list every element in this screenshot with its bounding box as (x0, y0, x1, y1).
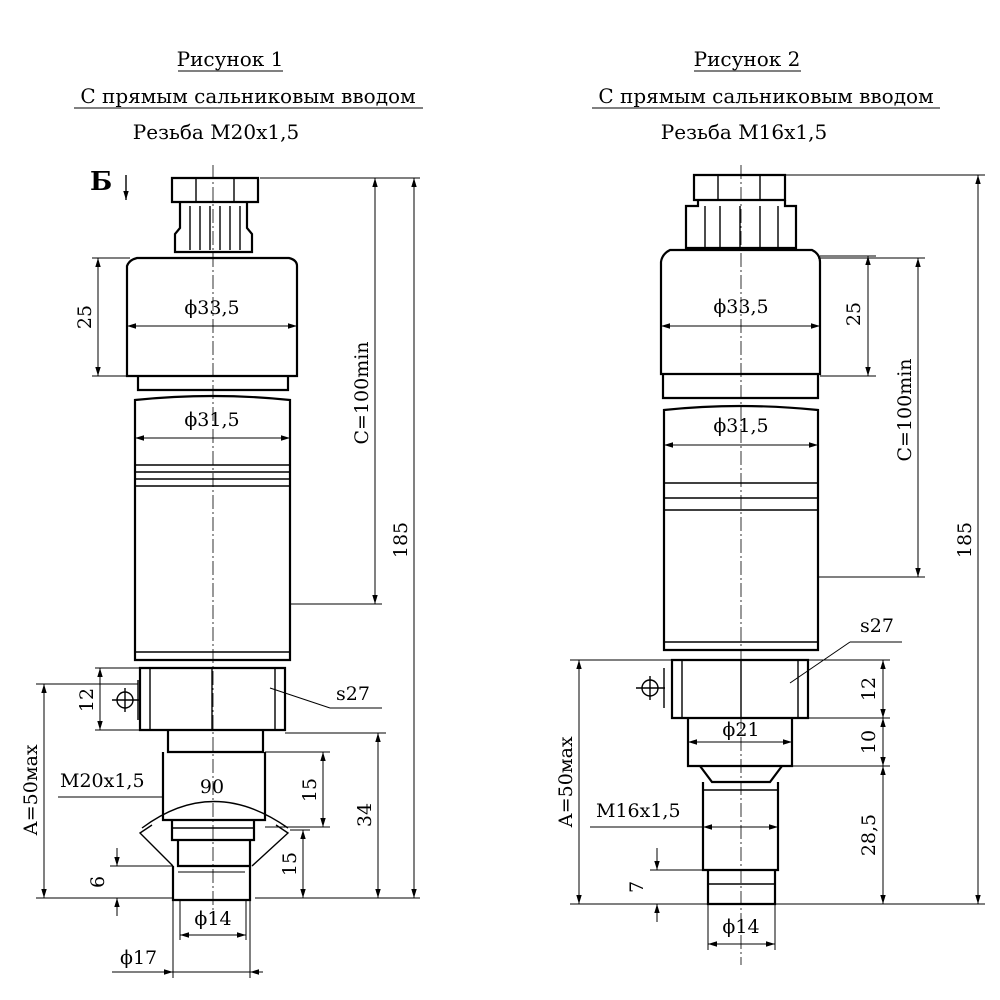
view-b-label: Б (90, 167, 112, 197)
hex-body-1 (112, 666, 287, 732)
hex-body-2 (636, 658, 810, 720)
dim-2-a50: А=50мах (555, 736, 577, 828)
dim-2-height-12: 12 (858, 677, 880, 701)
dim-1-height-6: 6 (87, 876, 109, 888)
dim-1-angle: 90 (200, 776, 224, 798)
dim-2-diameter-33: ϕ33,5 (713, 296, 768, 318)
dim-1-s27: s27 (336, 683, 370, 705)
dim-1-a50: А=50мах (20, 744, 42, 836)
dim-1-height-34: 34 (354, 803, 376, 827)
cable-gland-2 (684, 173, 798, 250)
dim-2-height-185: 185 (954, 522, 976, 558)
dim-2-s27: s27 (860, 615, 894, 637)
dim-2-height-28: 28,5 (858, 814, 880, 856)
dim-2-height-25: 25 (843, 302, 865, 326)
cable-gland-1 (170, 176, 260, 254)
dim-2-c100: С=100min (894, 358, 916, 461)
figure-2: Рисунок 2 С прямым сальниковым вводом Ре… (555, 47, 985, 965)
dim-2-diameter-31: ϕ31,5 (713, 415, 768, 437)
dim-1-diameter-14: ϕ14 (194, 908, 231, 930)
figure-1-caption: Рисунок 1 (177, 47, 284, 71)
head-2 (659, 248, 822, 652)
fitting-2 (686, 718, 794, 906)
dim-2-thread: М16х1,5 (596, 800, 681, 822)
figure-1-subtitle: С прямым сальниковым вводом (80, 84, 415, 108)
figure-2-caption: Рисунок 2 (694, 47, 801, 71)
dim-1-height-185: 185 (390, 522, 412, 558)
dim-1-height-15a: 15 (299, 778, 321, 802)
dim-1-c100: С=100min (351, 341, 373, 444)
fitting-1 (138, 730, 290, 902)
figure-1-thread-note: Резьба М20х1,5 (133, 120, 299, 144)
dim-2-height-7: 7 (626, 881, 648, 893)
figure-2-thread-note: Резьба М16х1,5 (661, 120, 827, 144)
dim-1-diameter-31: ϕ31,5 (184, 409, 239, 431)
dim-2-height-10: 10 (858, 730, 880, 754)
figure-2-subtitle: С прямым сальниковым вводом (598, 84, 933, 108)
dim-2-diameter-21: ϕ21 (722, 719, 759, 741)
dim-1-height-15b: 15 (279, 852, 301, 876)
dim-1-height-25: 25 (74, 305, 96, 329)
dim-2-diameter-14: ϕ14 (722, 916, 759, 938)
dim-1-diameter-33: ϕ33,5 (184, 297, 239, 319)
dim-1-thread: М20х1,5 (60, 770, 145, 792)
head-1 (125, 256, 299, 662)
dim-1-diameter-17: ϕ17 (120, 947, 157, 969)
dim-1-height-12: 12 (76, 688, 98, 712)
figure-1: Рисунок 1 С прямым сальниковым вводом Ре… (20, 47, 423, 978)
